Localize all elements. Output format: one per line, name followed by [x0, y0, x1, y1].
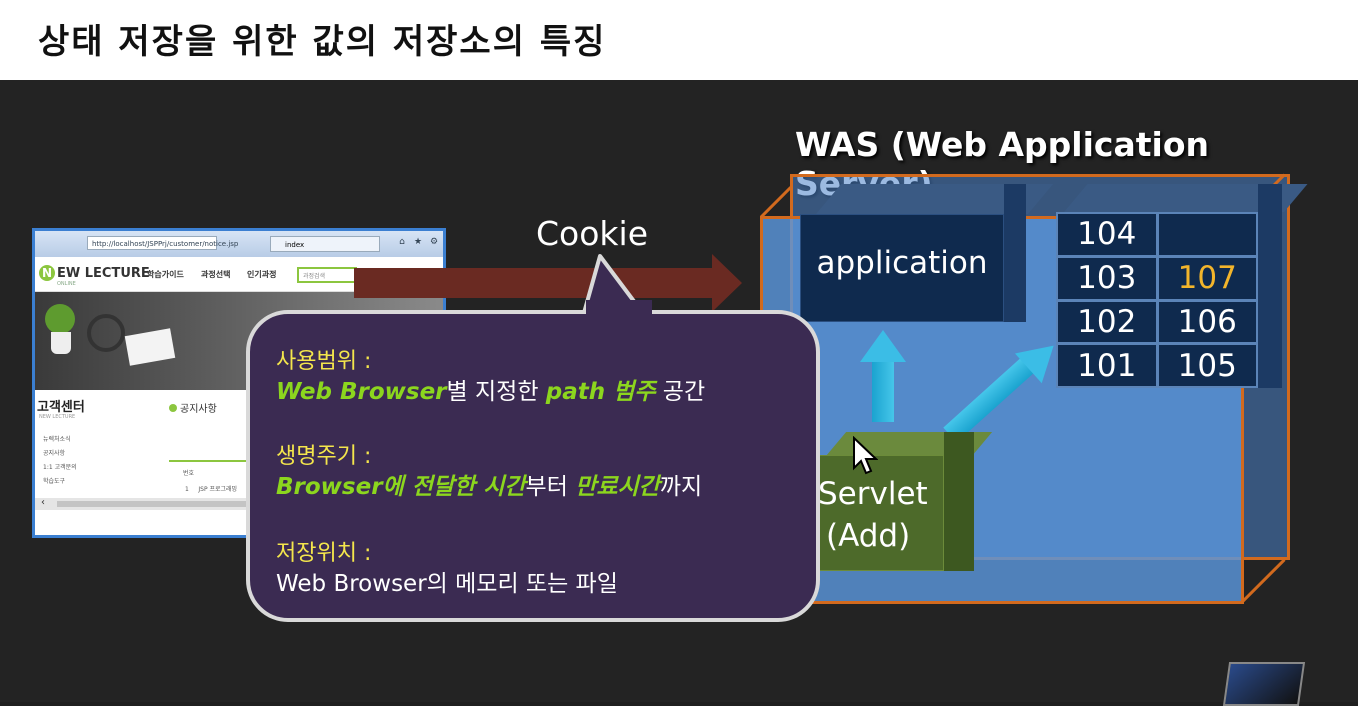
scroll-left-icon: ‹ — [41, 497, 45, 508]
logo-letter: N — [39, 265, 55, 281]
notice-heading-text: 공지사항 — [180, 404, 217, 415]
location-heading: 저장위치 : — [276, 541, 372, 566]
table-cell: JSP 프로그래밍 — [198, 486, 238, 493]
mouse-cursor-icon — [853, 436, 878, 475]
sidebar-item: 뉴렉처소식 — [43, 436, 71, 443]
cookie-label: Cookie — [536, 214, 649, 253]
scope-text-mid: 별 지정한 — [446, 379, 546, 405]
gear-icon: ⚙ — [429, 237, 439, 247]
menu-item-guide: 학습가이드 — [147, 270, 184, 279]
notice-heading: 공지사항 — [169, 400, 217, 415]
paper-image — [124, 328, 176, 366]
application-cube-side — [1004, 184, 1026, 322]
storage-cell: 102 — [1056, 299, 1158, 345]
storage-cell — [1156, 212, 1258, 257]
logo-text: EW LECTURE — [57, 266, 150, 281]
scroll-thumb — [57, 501, 297, 507]
sidebar-item: 공지사항 — [43, 450, 66, 457]
storage-grid-side — [1258, 184, 1282, 388]
storage-cell-highlighted: 107 — [1156, 255, 1258, 301]
page-title: 상태 저장을 위한 값의 저장소의 특징 — [38, 22, 607, 62]
storage-cell: 106 — [1156, 299, 1258, 345]
servlet-cube-side — [944, 432, 974, 571]
lifecycle-text-mid: 부터 — [525, 474, 576, 500]
browser-toolbar: http://localhost/JSPPrj/customer/notice.… — [35, 231, 443, 257]
table-header: 번호 — [183, 470, 195, 477]
scope-heading: 사용범위 : — [276, 349, 372, 374]
up-arrow-head — [860, 330, 906, 362]
storage-cell: 103 — [1056, 255, 1158, 301]
video-thumbnail-icon — [1222, 662, 1306, 706]
up-arrow-shaft — [872, 360, 894, 422]
table-cell: 1 — [185, 486, 189, 493]
plant-image — [45, 304, 75, 334]
cookie-arrow-head — [712, 254, 742, 312]
scope-text: Web Browser별 지정한 path 범주 공간 — [276, 372, 705, 406]
servlet-label: Servlet — [818, 476, 928, 512]
storage-cell: 101 — [1056, 343, 1158, 388]
table-row: 1 JSP 프로그래밍 — [185, 484, 237, 493]
scope-emphasis: Web Browser — [276, 379, 447, 405]
scope-emphasis: path 범주 — [545, 379, 656, 405]
lifecycle-text: Browser에 전달한 시간부터 만료시간까지 — [276, 467, 702, 501]
headphones-image — [87, 314, 125, 352]
storage-cell: 105 — [1156, 343, 1258, 388]
application-store: application — [800, 214, 1004, 322]
lifecycle-heading: 생명주기 : — [276, 444, 372, 469]
servlet-sublabel: (Add) — [826, 518, 911, 554]
cookie-arrow-shaft — [354, 268, 716, 298]
menu-item-course: 과정선택 — [201, 270, 231, 279]
pot-image — [51, 332, 71, 354]
lifecycle-emphasis: 만료시간 — [575, 474, 660, 500]
storage-cell: 104 — [1056, 212, 1158, 257]
star-icon: ★ — [413, 237, 423, 247]
sidebar-item: 학습도구 — [43, 478, 66, 485]
browser-url-field: http://localhost/JSPPrj/customer/notice.… — [87, 236, 238, 250]
home-icon: ⌂ — [399, 237, 405, 247]
site-search-input: 과정검색 — [297, 267, 357, 283]
scope-text-end: 공간 — [655, 379, 706, 405]
bullet-icon — [169, 404, 177, 412]
callout-tail-mask — [586, 300, 652, 316]
application-label: application — [816, 245, 988, 281]
cookie-info-callout — [246, 310, 820, 622]
browser-tab: index — [270, 236, 380, 252]
storage-grid: 104 103 107 102 106 101 105 — [1056, 212, 1258, 388]
menu-item-popular: 인기과정 — [247, 270, 277, 279]
location-text: Web Browser의 메모리 또는 파일 — [276, 571, 618, 597]
sidebar-title: 고객센터 — [37, 400, 85, 415]
logo-subtitle: ONLINE — [57, 281, 76, 287]
sidebar-item: 1:1 고객문의 — [43, 464, 77, 471]
lifecycle-emphasis: Browser에 전달한 시간 — [276, 474, 526, 500]
title-bar: 상태 저장을 위한 값의 저장소의 특징 — [0, 0, 1358, 80]
lifecycle-text-end: 까지 — [659, 474, 703, 500]
sidebar-subtitle: NEW LECTURE — [39, 414, 76, 420]
